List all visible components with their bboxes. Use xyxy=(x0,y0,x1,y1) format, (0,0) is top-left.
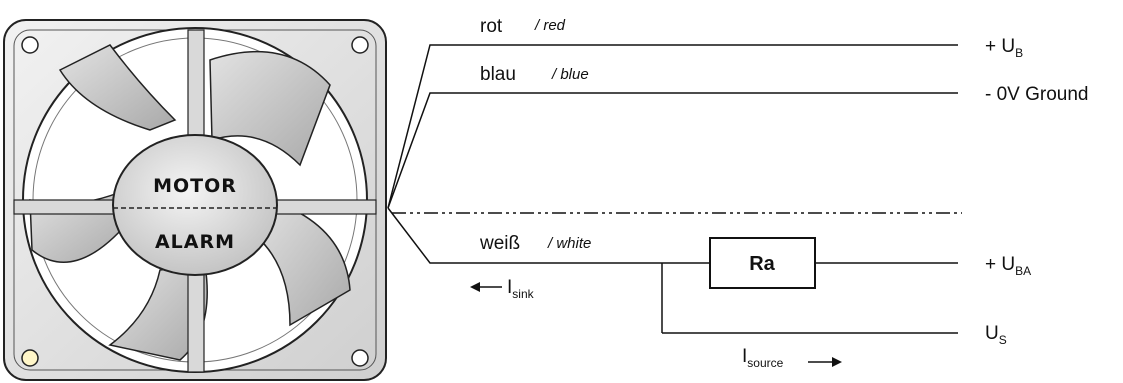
fan-label-bottom: ALARM xyxy=(155,231,235,253)
terminal-ub-prefix: + U xyxy=(985,36,1015,57)
terminal-us-prefix: U xyxy=(985,323,999,344)
terminal-uba-prefix: + U xyxy=(985,254,1015,275)
resistor-label: Ra xyxy=(749,253,775,275)
terminal-ub: + UB xyxy=(985,36,1023,60)
terminal-ground: - 0V Ground xyxy=(985,84,1089,105)
fan-image: MOTOR ALARM xyxy=(3,19,387,381)
isink-main: I xyxy=(507,277,512,298)
terminal-uba-sub: BA xyxy=(1015,264,1031,278)
fan-blade xyxy=(58,44,177,131)
label-blue: blau xyxy=(480,64,516,85)
fan-strut-top xyxy=(187,29,205,141)
fan-hub xyxy=(112,134,278,276)
label-blue-en: / blue xyxy=(551,66,589,83)
fan-label-top: MOTOR xyxy=(153,175,237,197)
wire-white xyxy=(387,207,710,264)
mount-hole xyxy=(21,349,39,367)
current-source: Isource xyxy=(742,346,842,370)
label-white-en: / white xyxy=(547,235,591,252)
mount-hole xyxy=(351,36,369,54)
mount-hole xyxy=(351,349,369,367)
fan-strut-bottom xyxy=(187,261,205,373)
arrow-sink-head xyxy=(470,282,480,292)
isource-main: I xyxy=(742,346,747,367)
arrow-source-head xyxy=(832,357,842,367)
terminal-us-sub: S xyxy=(999,333,1007,347)
current-sink: Isink xyxy=(470,277,535,301)
terminal-us: US xyxy=(985,323,1007,347)
label-white: weiß xyxy=(479,233,520,254)
isource-sub: source xyxy=(747,356,783,370)
wire-red xyxy=(387,44,958,209)
terminal-uba: + UBA xyxy=(985,254,1031,278)
label-red-en: / red xyxy=(534,17,566,34)
fan-strut-left xyxy=(13,199,125,215)
isink-sub: sink xyxy=(512,287,534,301)
wire-blue xyxy=(387,92,958,209)
mount-hole xyxy=(21,36,39,54)
label-isink: Isink xyxy=(507,277,535,301)
label-red: rot xyxy=(480,16,503,37)
fan-blade xyxy=(209,50,331,167)
fan-blade xyxy=(254,199,351,327)
terminal-ub-sub: B xyxy=(1015,46,1023,60)
resistor-ra xyxy=(709,237,816,289)
label-isource: Isource xyxy=(742,346,784,370)
fan-blade xyxy=(108,264,208,361)
fan-strut-right xyxy=(267,199,377,215)
